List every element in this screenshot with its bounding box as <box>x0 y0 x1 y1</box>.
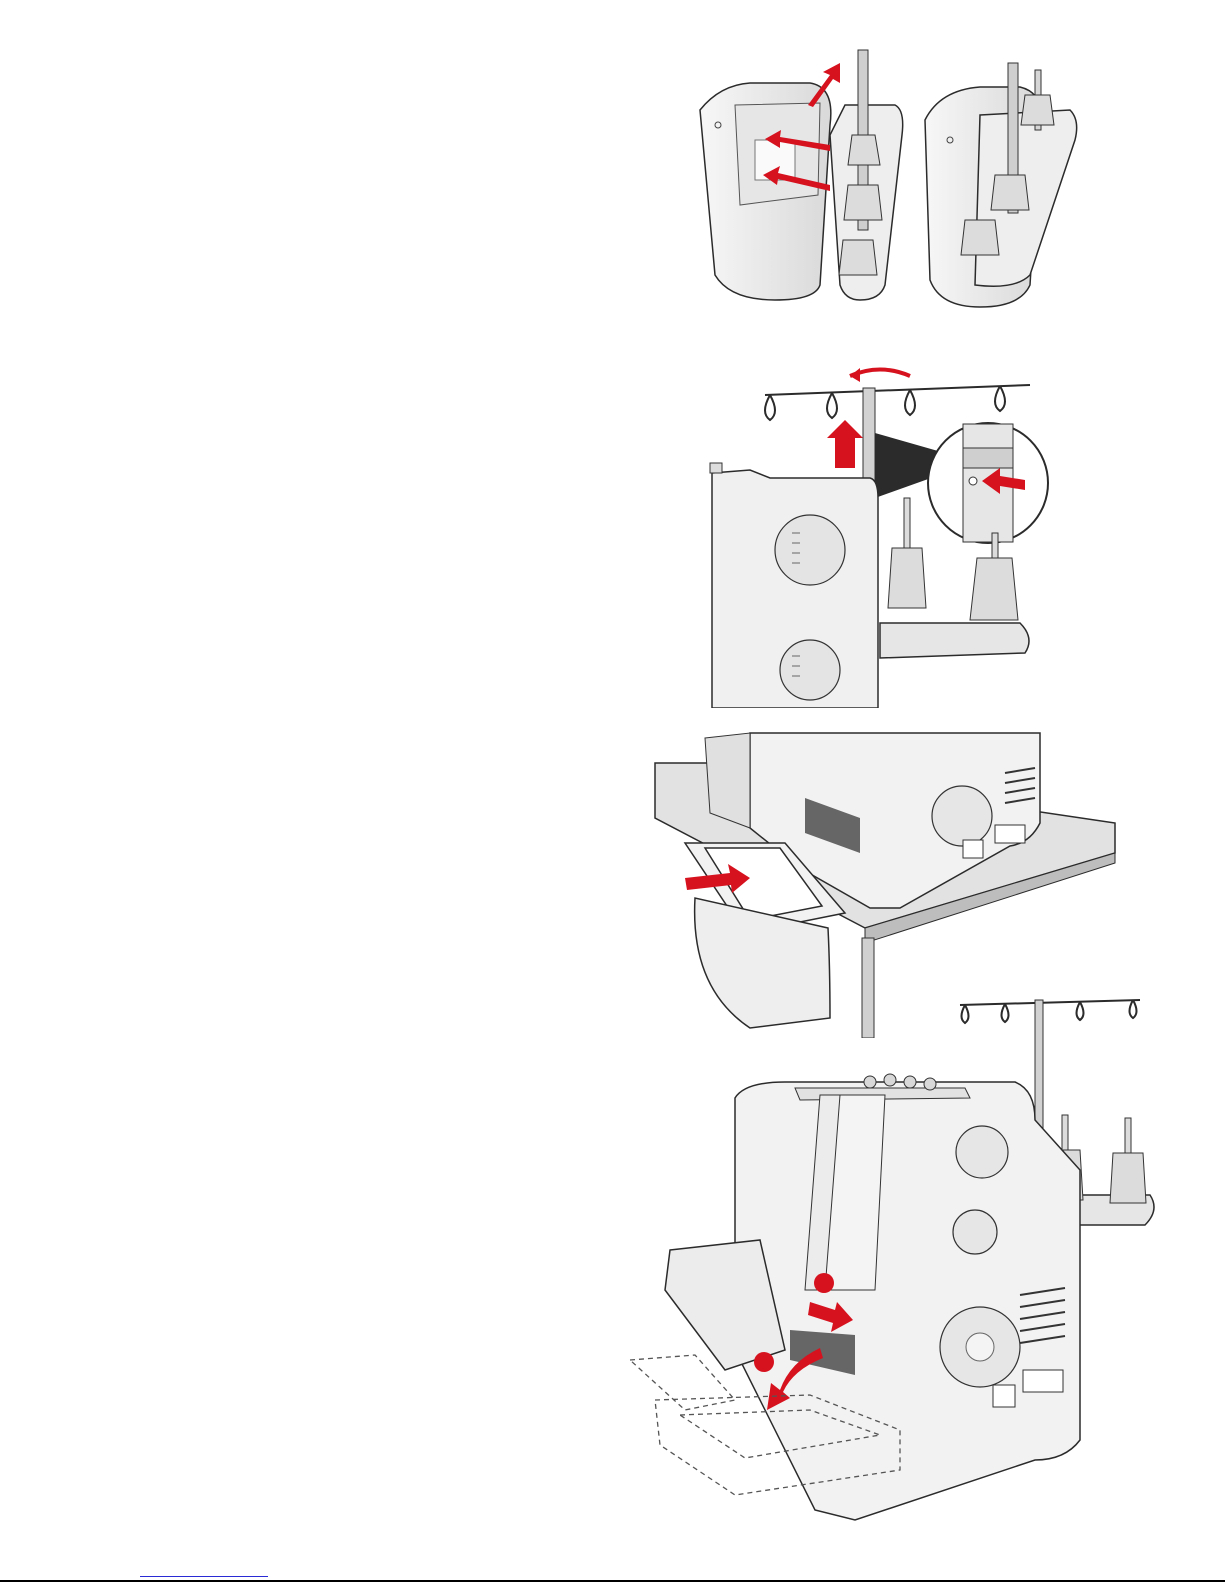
thread-guide-raise-illustration <box>700 358 1060 708</box>
figure-spool-holder-attach <box>680 45 1090 320</box>
figure-waste-container-remove <box>625 990 1165 1550</box>
step-2-marker-icon <box>754 1352 774 1372</box>
serger-overview-illustration <box>625 990 1165 1550</box>
figure-telescopic-thread-guide <box>700 358 1060 708</box>
footer-rule <box>0 1580 1225 1582</box>
step-1-marker-icon <box>814 1273 834 1293</box>
footer-link-underline <box>140 1575 268 1577</box>
spool-holder-attachment-illustration <box>680 45 1090 320</box>
